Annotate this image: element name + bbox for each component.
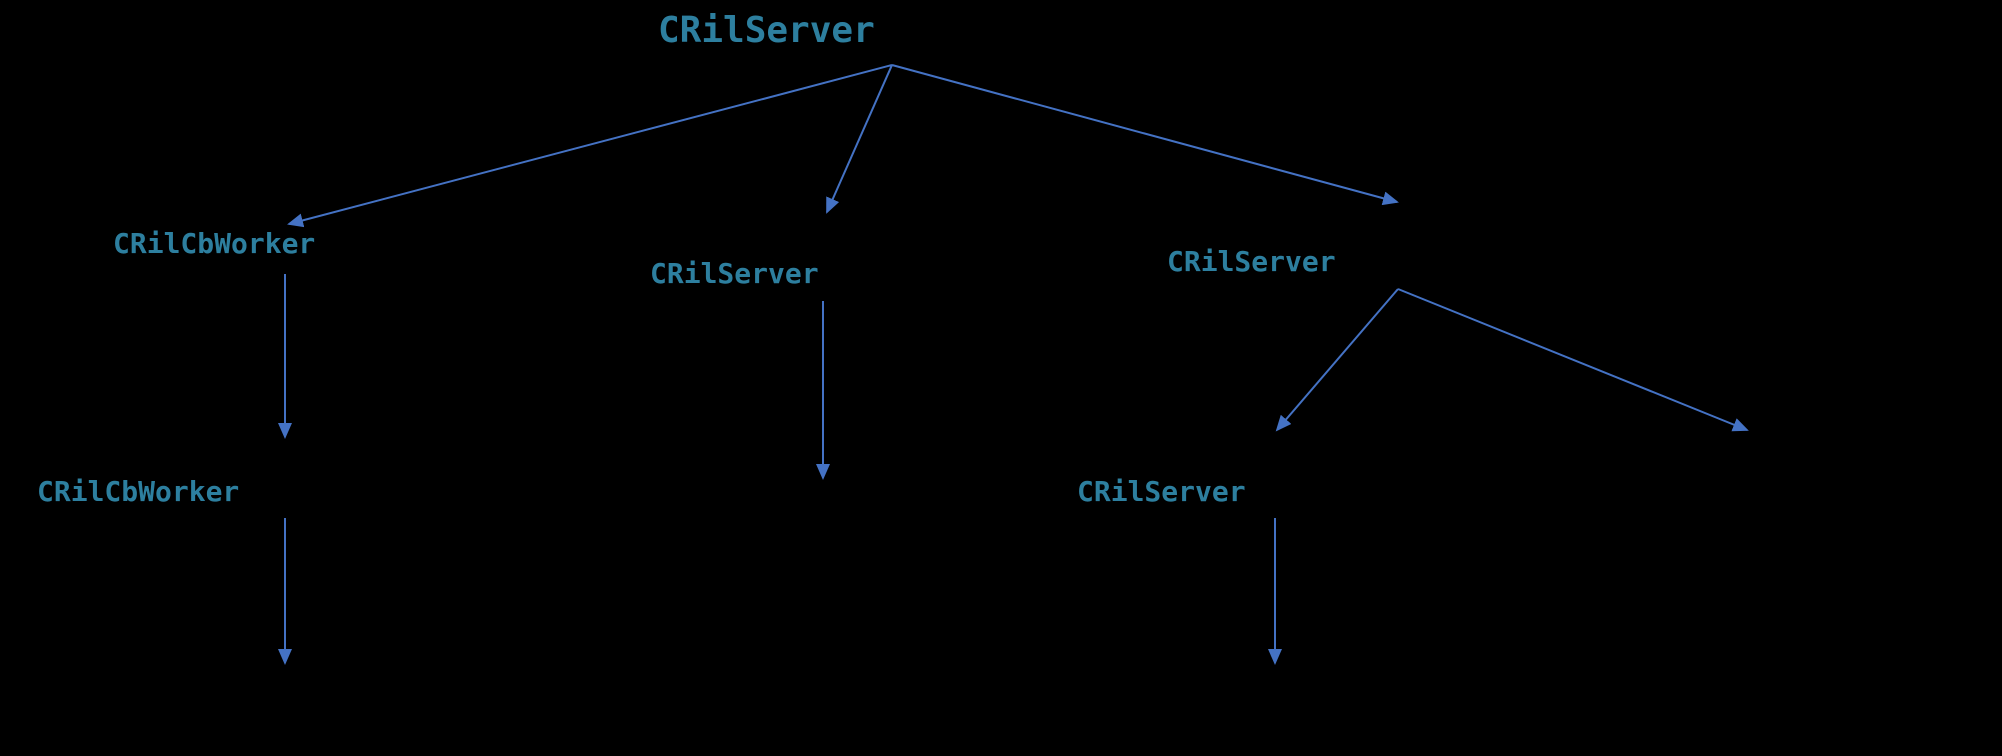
edge-group bbox=[278, 64, 1749, 665]
edge-root-to-l2-right bbox=[891, 64, 1399, 206]
node-label-l3-right: CRilServer bbox=[1077, 475, 1246, 508]
edge-root-to-l2-left bbox=[287, 64, 893, 228]
node-label-l2-right: CRilServer bbox=[1167, 245, 1336, 278]
edge-l2-right-to-l3-right bbox=[1275, 288, 1399, 432]
node-label-l2-mid: CRilServer bbox=[650, 257, 819, 290]
node-label-root: CRilServer bbox=[658, 10, 875, 51]
edge-l2-right-down-right bbox=[1397, 288, 1749, 432]
node-label-l2-left: CRilCbWorker bbox=[113, 227, 316, 260]
edge-root-to-l2-mid bbox=[826, 64, 893, 214]
node-label-l3-left: CRilCbWorker bbox=[37, 475, 240, 508]
